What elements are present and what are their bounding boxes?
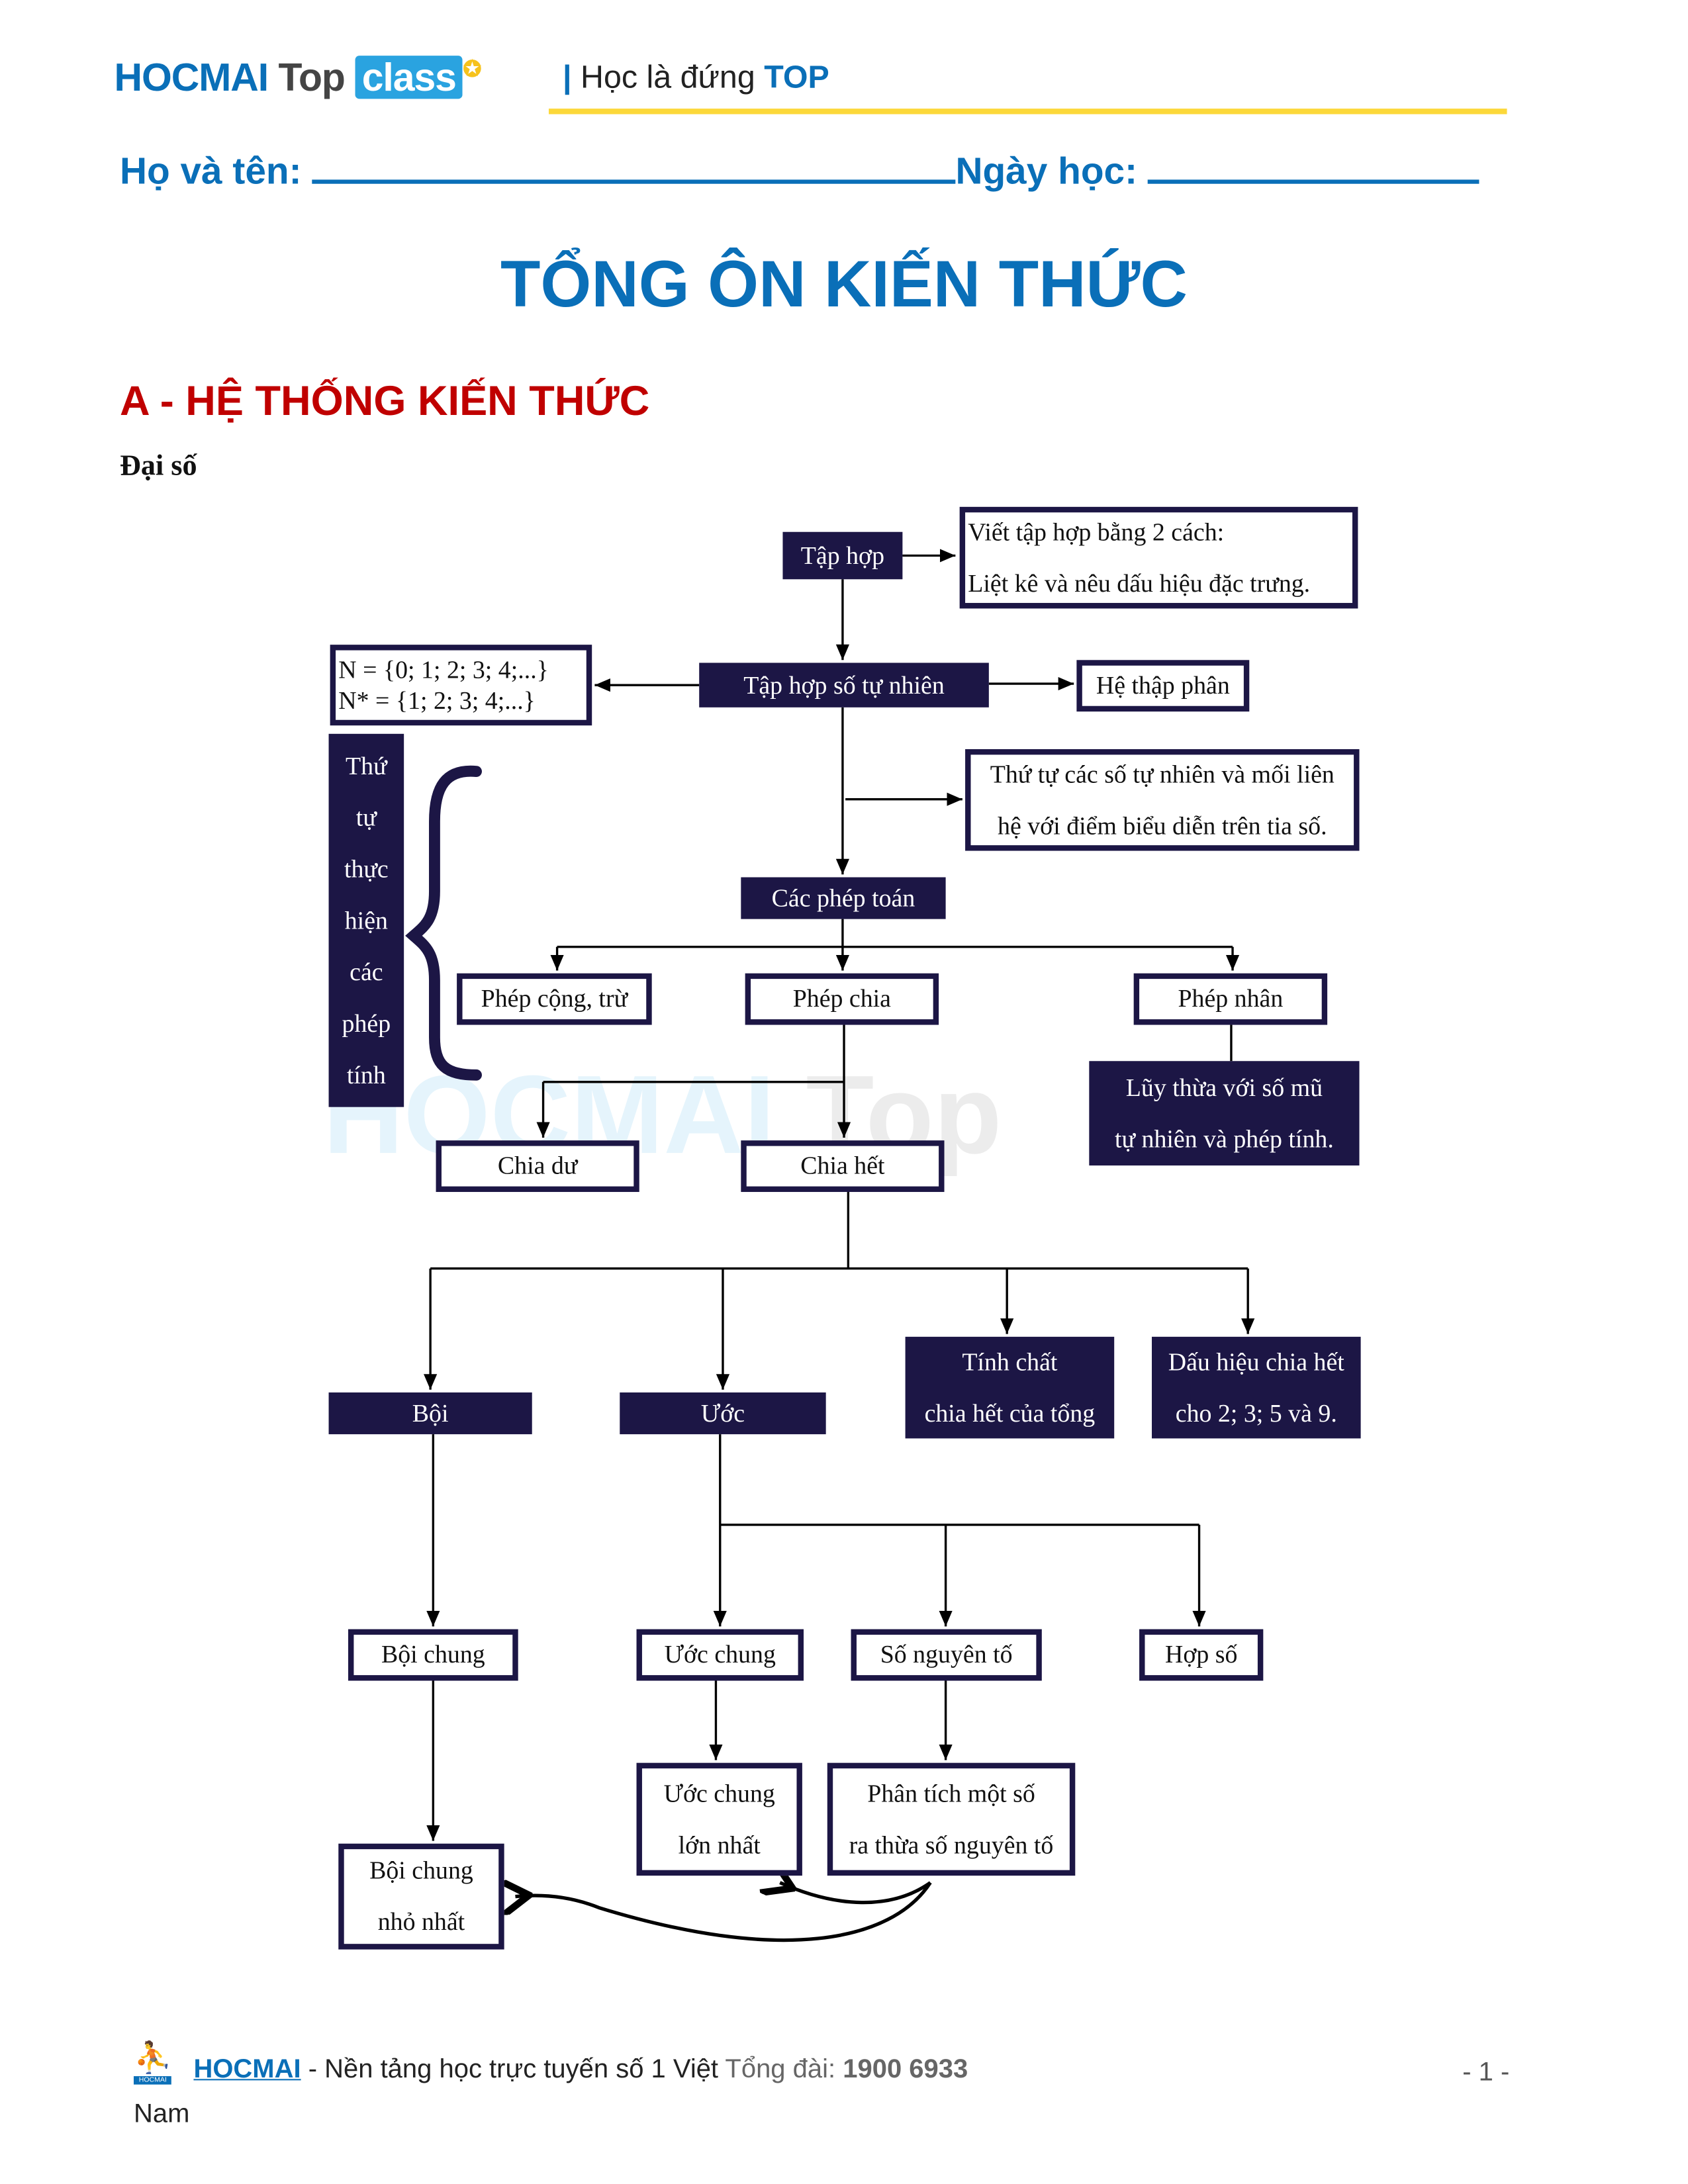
student-info-line: Họ và tên: Ngày học: — [120, 150, 1479, 193]
node-uoc-chung: Ước chung — [636, 1629, 804, 1681]
node-he-thap-phan: Hệ thập phân — [1076, 660, 1250, 712]
node-phep-chia: Phép chia — [745, 973, 939, 1025]
hotline: 1900 6933 — [843, 2055, 968, 2085]
node-tap-hop-so-tu-nhien: Tập hợp số tự nhiên — [699, 662, 989, 707]
page-number: - 1 - — [1462, 2058, 1510, 2087]
node-cac-phep-toan: Các phép toán — [741, 877, 946, 919]
node-phep-nhan: Phép nhân — [1133, 973, 1328, 1025]
node-chia-het: Chia hết — [741, 1140, 945, 1193]
node-boi-chung: Bội chung — [348, 1629, 518, 1681]
node-n-sets: N = {0; 1; 2; 3; 4;...}N* = {1; 2; 3; 4;… — [330, 645, 592, 726]
date-label: Ngày học: — [955, 150, 1138, 193]
node-uoc: Ước — [620, 1392, 826, 1435]
node-hop-so: Hợp số — [1139, 1629, 1264, 1681]
node-tap-hop: Tập hợp — [782, 531, 903, 580]
page-title: TỔNG ÔN KIẾN THỨC — [500, 246, 1188, 320]
name-field[interactable] — [312, 152, 956, 184]
section-heading: A - HỆ THỐNG KIẾN THỨC — [119, 379, 650, 425]
subsection-heading: Đại số — [119, 448, 197, 482]
gear-star-icon: ✪ — [463, 58, 481, 83]
name-label: Họ và tên: — [119, 150, 302, 193]
slogan: | Học là đứng TOP — [563, 58, 829, 95]
node-chia-du: Chia dư — [436, 1140, 639, 1193]
hocmai-people-icon: ⛹HOCMAI — [133, 2040, 172, 2085]
node-boi: Bội — [328, 1392, 532, 1435]
node-phep-cong-tru: Phép cộng, trừ — [457, 973, 652, 1025]
node-viet-tap-hop: Viết tập hợp bằng 2 cách:Liệt kê và nêu … — [959, 506, 1358, 609]
hocmai-topclass-logo: HOCMAI Top class✪ — [114, 56, 482, 99]
header-divider — [548, 109, 1507, 114]
footer-text: HOCMAI - Nền tảng học trực tuyến số 1 Vi… — [133, 2055, 968, 2130]
node-so-nguyen-to: Số nguyên tố — [851, 1629, 1042, 1681]
curly-brace — [405, 765, 482, 1081]
date-field[interactable] — [1147, 152, 1479, 184]
hocmai-link[interactable]: HOCMAI — [193, 2055, 301, 2085]
